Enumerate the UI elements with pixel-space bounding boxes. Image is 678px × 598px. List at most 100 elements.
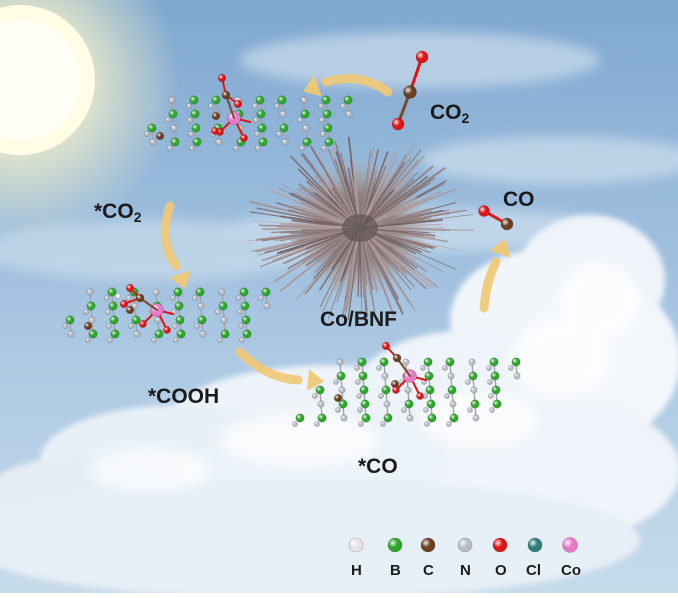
atom-highlight (198, 316, 206, 324)
atom-highlight (380, 358, 388, 366)
atom-highlight (240, 134, 247, 141)
atom-highlight (303, 125, 309, 131)
co-gas-label: CO (503, 188, 535, 212)
atom-highlight (108, 288, 116, 296)
atom-highlight (404, 86, 417, 99)
atom-highlight (189, 145, 194, 150)
atom-highlight (221, 330, 229, 338)
atom-highlight (473, 415, 479, 421)
legend-swatch-n (458, 538, 472, 552)
atom-highlight (258, 295, 263, 300)
atom-highlight (514, 373, 520, 379)
atom-highlight (393, 354, 401, 362)
atom-highlight (192, 124, 200, 132)
atom-highlight (355, 379, 360, 384)
atom-highlight (458, 538, 472, 552)
atom-highlight (173, 337, 178, 342)
atom-highlight (392, 386, 399, 393)
atom-highlight (318, 414, 326, 422)
atom-highlight (193, 138, 201, 146)
atom-highlight (318, 103, 323, 108)
atom-highlight (280, 111, 286, 117)
atom-highlight (255, 145, 260, 150)
atom-highlight (320, 131, 325, 136)
atom-highlight (446, 421, 451, 426)
atom-highlight (388, 538, 402, 552)
atom-highlight (134, 331, 140, 337)
atom-highlight (359, 372, 367, 380)
atom-highlight (262, 288, 270, 296)
atom-highlight (296, 414, 304, 422)
atom-highlight (358, 358, 366, 366)
atom-highlight (357, 407, 362, 412)
atom-highlight (216, 139, 222, 145)
atom-highlight (323, 110, 331, 118)
atom-highlight (188, 131, 193, 136)
atom-highlight (428, 414, 436, 422)
atom-highlight (358, 421, 363, 426)
atom-highlight (349, 538, 363, 552)
atom-highlight (489, 407, 494, 412)
atom-highlight (257, 110, 265, 118)
atom-highlight (442, 365, 447, 370)
atom-highlight (156, 132, 164, 140)
atom-highlight (219, 302, 227, 310)
atom-highlight (444, 393, 449, 398)
atom-highlight (346, 111, 352, 117)
atom-highlight (354, 365, 359, 370)
atom-highlight (405, 387, 411, 393)
atom-highlight (258, 124, 266, 132)
atom-highlight (264, 303, 270, 309)
legend-label-co: Co (561, 562, 581, 579)
atom-highlight (87, 289, 93, 295)
atom-highlight (425, 372, 433, 380)
atom-highlight (471, 400, 479, 408)
atom-highlight (423, 407, 428, 412)
atom-highlight (172, 323, 177, 328)
atom-highlight (274, 103, 279, 108)
atom-highlight (242, 316, 250, 324)
atom-highlight (139, 320, 146, 327)
atom-highlight (218, 74, 226, 82)
atom-highlight (299, 145, 304, 150)
atom-highlight (212, 96, 220, 104)
atom-highlight (278, 96, 286, 104)
atom-highlight (493, 400, 501, 408)
atom-highlight (450, 401, 456, 407)
atom-highlight (85, 337, 90, 342)
atom-highlight (362, 414, 370, 422)
atom-highlight (128, 323, 133, 328)
catalyst-label: Co/BNF (320, 308, 397, 332)
atom-highlight (382, 373, 388, 379)
atom-highlight (382, 342, 390, 350)
atom-highlight (126, 284, 134, 292)
legend-label-cl: Cl (526, 562, 541, 579)
co2-gas-label: CO2 (430, 101, 469, 126)
atom-highlight (186, 103, 191, 108)
atom-highlight (217, 337, 222, 342)
atom-highlight (325, 138, 333, 146)
legend-swatch-co (563, 538, 578, 553)
atom-highlight (297, 117, 302, 122)
atom-highlight (416, 51, 428, 63)
legend-swatch-o (493, 538, 507, 552)
atom-highlight (106, 323, 111, 328)
legend-label-h: H (351, 562, 362, 579)
atom-highlight (401, 407, 406, 412)
atom-highlight (240, 288, 248, 296)
atom-highlight (301, 97, 307, 103)
atom-highlight (126, 295, 131, 300)
atom-highlight (316, 386, 324, 394)
atom-highlight (427, 400, 435, 408)
atom-highlight (339, 387, 345, 393)
atom-highlight (392, 118, 404, 130)
atom-highlight (236, 295, 241, 300)
atom-highlight (403, 359, 409, 365)
atom-highlight (200, 331, 206, 337)
atom-highlight (334, 394, 342, 402)
atom-highlight (169, 97, 175, 103)
atom-highlight (340, 103, 345, 108)
atom-highlight (194, 323, 199, 328)
adsorbed-co2-label: *CO2 (94, 200, 141, 225)
